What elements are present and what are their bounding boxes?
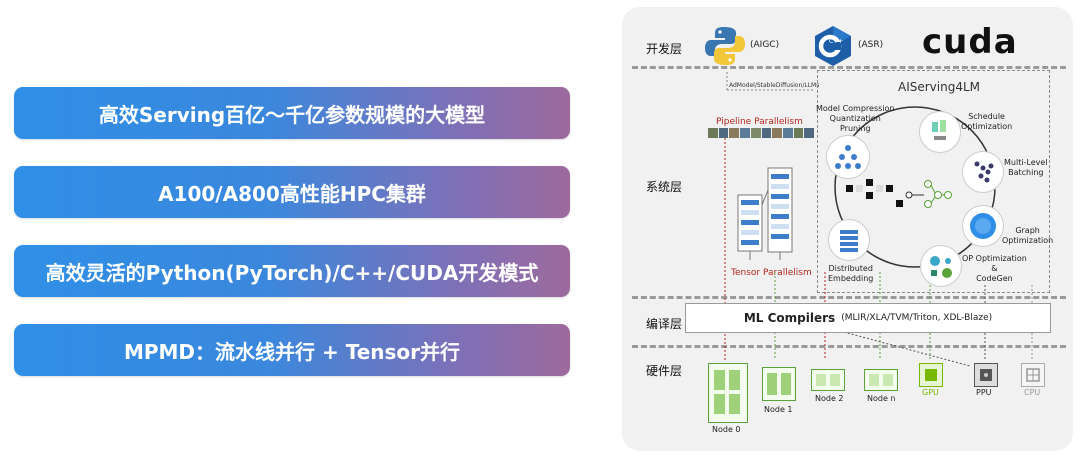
feature-pill-dev-mode: 高效灵活的Python(PyTorch)/C++/CUDA开发模式 xyxy=(14,245,570,297)
cuda-logo: cuda xyxy=(922,22,1018,62)
feature-pill-mpmd: MPMD：流水线并行 + Tensor并行 xyxy=(14,324,570,376)
models-note: AdModel/StableDiffusion/LLMs xyxy=(729,82,820,89)
feature-pill-text: MPMD：流水线并行 + Tensor并行 xyxy=(123,339,461,364)
cpu-chip-icon xyxy=(1021,363,1045,387)
node1-box xyxy=(762,367,796,401)
node0-box xyxy=(708,363,748,423)
cpp-logo-text: C++ xyxy=(829,38,844,45)
python-tag: (AIGC) xyxy=(750,40,780,50)
tensor-parallel-diagram xyxy=(737,167,793,260)
graph-optimization-icon xyxy=(962,205,1004,247)
schedule-label: Schedule Optimization xyxy=(961,112,1013,131)
compression-label: Model Compression Quantization Pruning xyxy=(816,104,895,133)
node2-label: Node 2 xyxy=(815,394,844,403)
aiserving-title: AIServing4LM xyxy=(898,80,981,94)
ppu-chip-icon xyxy=(974,363,998,387)
embedding-label: Distributed Embedding xyxy=(828,264,874,283)
cpp-logo-icon xyxy=(815,26,851,66)
embedding-icon xyxy=(828,219,870,261)
layer-divider xyxy=(632,66,1066,69)
aiserving-box xyxy=(817,70,1050,293)
node1-label: Node 1 xyxy=(764,405,793,414)
feature-pill-serving: 高效Serving百亿～千亿参数规模的大模型 xyxy=(14,87,570,139)
ml-compilers-detail: (MLIR/XLA/TVM/Triton, XDL-Blaze) xyxy=(841,313,993,323)
graph-optimization-label: Graph Optimization xyxy=(1002,226,1054,245)
node0-label: Node 0 xyxy=(712,425,741,434)
feature-pill-cluster: A100/A800高性能HPC集群 xyxy=(14,166,570,218)
ml-compilers-name: ML Compilers xyxy=(743,311,836,325)
feature-pill-text: 高效Serving百亿～千亿参数规模的大模型 xyxy=(98,102,486,127)
op-optimization-label: OP Optimization & CodeGen xyxy=(962,254,1027,283)
cpu-label: CPU xyxy=(1024,388,1041,397)
pipeline-label: Pipeline Parallelism xyxy=(716,117,803,127)
cpp-tag: (ASR) xyxy=(858,40,884,50)
schedule-icon xyxy=(919,111,961,153)
layer-label-dev: 开发层 xyxy=(646,42,683,56)
compression-icon xyxy=(826,135,870,179)
feature-pill-text: 高效灵活的Python(PyTorch)/C++/CUDA开发模式 xyxy=(45,260,539,285)
gpu-chip-icon xyxy=(919,363,943,387)
feature-pill-text: A100/A800高性能HPC集群 xyxy=(158,181,426,206)
ppu-label: PPU xyxy=(976,388,992,397)
python-logo-icon xyxy=(705,27,745,65)
layer-divider xyxy=(632,345,1066,348)
ml-compilers-box: ML Compilers (MLIR/XLA/TVM/Triton, XDL-B… xyxy=(685,303,1051,333)
node2-box xyxy=(811,369,845,391)
layer-label-compile: 编译层 xyxy=(646,317,683,331)
tensor-label: Tensor Parallelism xyxy=(731,268,812,278)
noden-box xyxy=(864,369,898,391)
layer-label-system: 系统层 xyxy=(646,180,683,194)
gpu-label: GPU xyxy=(922,388,939,397)
batching-icon xyxy=(962,151,1004,193)
batching-label: Multi-Level Batching xyxy=(1004,158,1048,177)
pipeline-strip xyxy=(708,128,815,138)
noden-label: Node n xyxy=(867,394,896,403)
layer-label-hardware: 硬件层 xyxy=(646,364,683,378)
op-optimization-icon xyxy=(920,245,962,287)
layer-divider xyxy=(632,296,1066,299)
